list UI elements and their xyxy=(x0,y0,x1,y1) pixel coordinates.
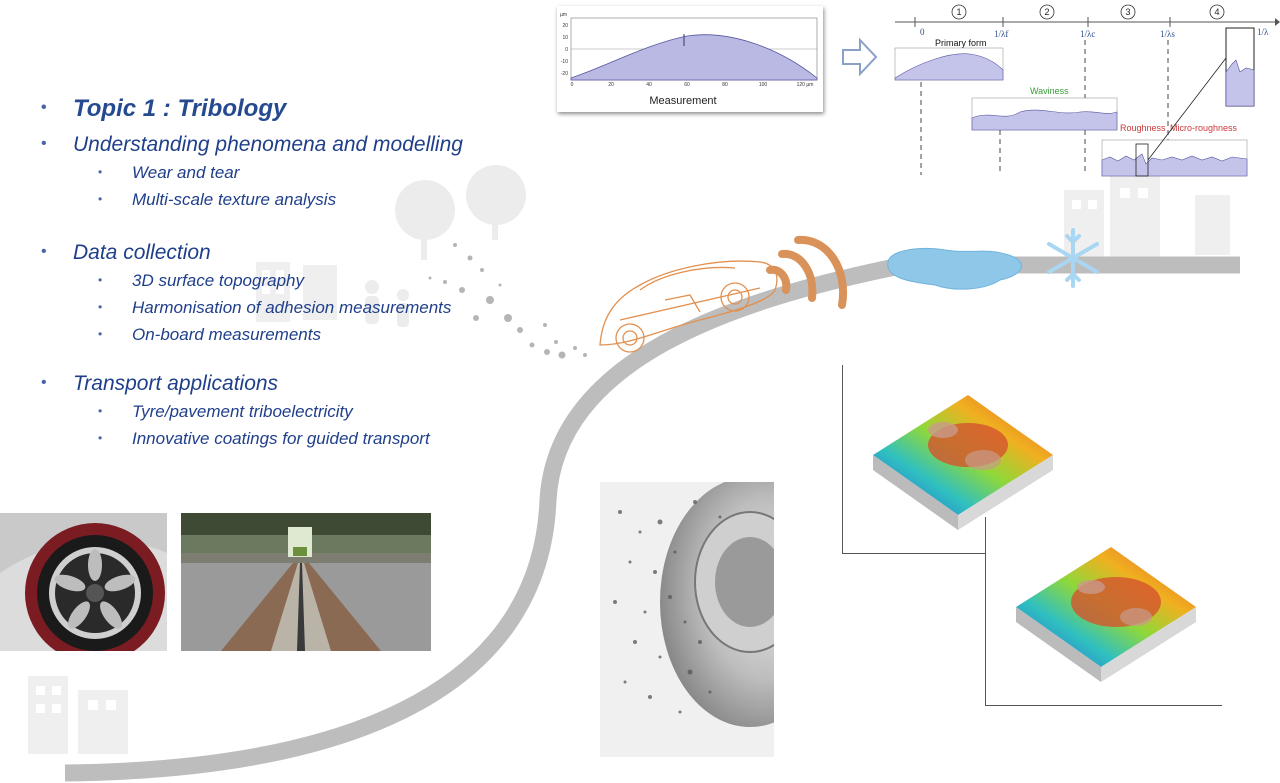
waviness-label: Waviness xyxy=(1030,86,1069,96)
signal-waves-icon xyxy=(766,235,848,309)
profile-area xyxy=(570,34,818,81)
x-tick: 0 xyxy=(571,82,574,88)
topic-title: Topic 1 : Tribology xyxy=(41,95,520,122)
section-data-collection: Data collection xyxy=(41,239,520,266)
x-tick: 100 xyxy=(759,82,768,88)
bullet-list: Topic 1 : Tribology Understanding phenom… xyxy=(40,95,520,455)
y-tick: -20 xyxy=(561,71,568,77)
list-item: Multi-scale texture analysis xyxy=(98,189,520,210)
zone-label: 3 xyxy=(1125,7,1130,17)
y-tick: 10 xyxy=(562,35,568,41)
cutoff-label: 1/λc xyxy=(1080,29,1095,39)
topography-3d-2 xyxy=(985,517,1222,706)
roughness-label: Roughness xyxy=(1120,123,1166,133)
x-tick: 60 xyxy=(684,82,690,88)
decomposition-diagram: 1 2 3 4 0 1/λf 1/λc 1/λs 1/λ Primary for… xyxy=(894,4,1280,177)
car-icon xyxy=(599,260,778,353)
y-tick: -10 xyxy=(561,59,568,65)
measurement-chart: µm 20 10 0 -10 -20 0 20 40 60 80 100 120… xyxy=(557,6,823,112)
electric-road-photo xyxy=(181,513,431,651)
list-item: Tyre/pavement triboelectricity xyxy=(98,401,520,422)
primary-label: Primary form xyxy=(935,38,987,48)
zone-label: 1 xyxy=(956,7,961,17)
list-item: Harmonisation of adhesion measurements xyxy=(98,297,520,318)
brake-disc-photo xyxy=(600,482,774,757)
y-tick: 0 xyxy=(565,47,568,53)
cutoff-label: 0 xyxy=(920,27,925,37)
measurement-caption: Measurement xyxy=(649,95,716,107)
cutoff-label: 1/λ xyxy=(1257,27,1269,37)
snowflake-icon xyxy=(1047,228,1099,288)
section-transport: Transport applications xyxy=(41,370,520,397)
y-tick: 20 xyxy=(562,23,568,29)
arrow-right-icon xyxy=(842,37,878,77)
zone-label: 4 xyxy=(1214,7,1219,17)
x-tick: 40 xyxy=(646,82,652,88)
tyre-photo xyxy=(0,513,167,651)
x-tick: 20 xyxy=(608,82,614,88)
zone-label: 2 xyxy=(1044,7,1049,17)
x-tick: 120 µm xyxy=(797,82,814,88)
cutoff-label: 1/λs xyxy=(1160,29,1175,39)
x-tick: 80 xyxy=(722,82,728,88)
cutoff-label: 1/λf xyxy=(994,29,1008,39)
section-understanding: Understanding phenomena and modelling xyxy=(41,131,520,158)
list-item: Innovative coatings for guided transport xyxy=(98,428,520,449)
list-item: On-board measurements xyxy=(98,324,520,345)
list-item: 3D surface topography xyxy=(98,270,520,291)
micro-roughness-label: Micro-roughness xyxy=(1170,123,1238,133)
list-item: Wear and tear xyxy=(98,162,520,183)
y-unit: µm xyxy=(560,12,567,18)
water-puddle-icon xyxy=(887,248,1022,290)
